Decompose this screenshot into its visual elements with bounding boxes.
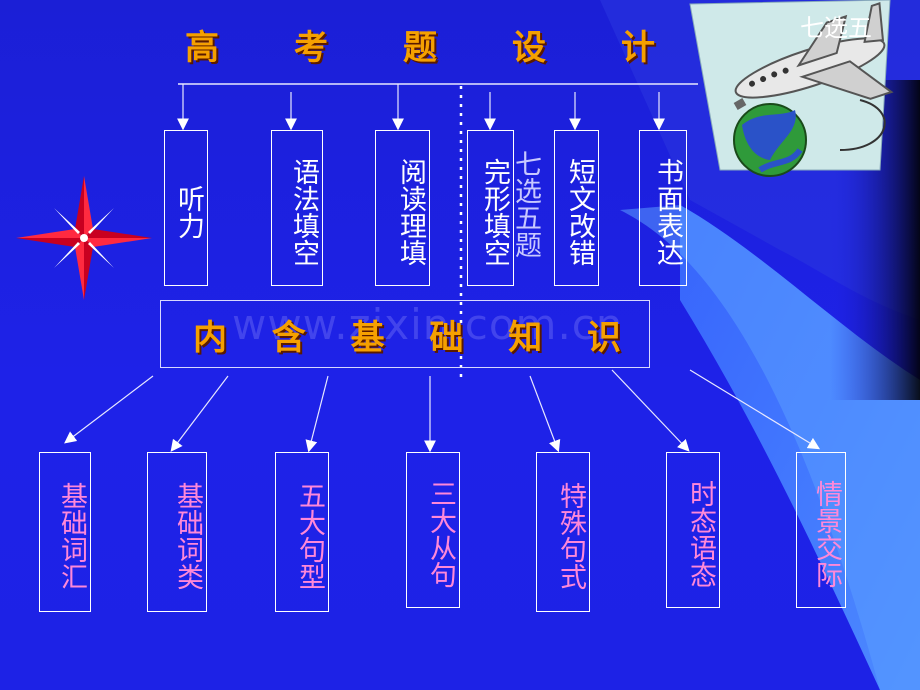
top-box-label: 完形填空 — [479, 158, 510, 266]
corner-note: 七选五 — [800, 14, 872, 42]
bottom-box-label: 五大句型 — [294, 482, 325, 590]
title-char: 计 — [621, 27, 655, 68]
watermark: www.zixin.com.cn — [232, 300, 624, 349]
bottom-box-label: 时态语态 — [685, 480, 716, 588]
top-box-cloze: 完形填空 — [467, 130, 514, 286]
bottom-box-label: 情景交际 — [811, 480, 842, 588]
subtitle-char: 内 — [193, 317, 227, 358]
top-box-error-correction: 短文改错 — [554, 130, 599, 286]
top-box-label: 书面表达 — [652, 158, 683, 266]
title-char: 高 — [185, 27, 219, 68]
title-char: 设 — [512, 27, 546, 68]
top-box-reading: 阅读理填 — [375, 130, 430, 286]
top-box-label: 语法填空 — [288, 158, 319, 266]
title-char: 考 — [294, 27, 328, 68]
subtitle-char: 识 — [586, 317, 621, 358]
top-box-label: 听力 — [173, 185, 204, 239]
side-note: 七选五题 — [510, 150, 541, 258]
bottom-box-special-sentences: 特殊句式 — [536, 452, 590, 612]
bottom-box-situational: 情景交际 — [796, 452, 846, 608]
bottom-box-label: 基础词汇 — [56, 482, 87, 590]
top-box-label: 短文改错 — [564, 158, 595, 266]
bottom-box-label: 特殊句式 — [555, 482, 586, 590]
diagram-title: 高 考 题 设 计 — [185, 22, 655, 68]
subtitle-char: 础 — [429, 317, 464, 358]
top-box-grammar: 语法填空 — [271, 130, 323, 286]
top-box-label: 阅读理填 — [395, 158, 426, 266]
bottom-box-sentence-patterns: 五大句型 — [275, 452, 329, 612]
subtitle-bar: 内 含 基 础 知 识 — [160, 300, 650, 368]
subtitle-char: 基 — [350, 317, 385, 358]
top-box-listening: 听力 — [164, 130, 208, 286]
bottom-box-tense-voice: 时态语态 — [666, 452, 720, 608]
bottom-box-label: 基础词类 — [172, 482, 203, 590]
bottom-box-clauses: 三大从句 — [406, 452, 460, 608]
title-char: 题 — [403, 27, 437, 68]
bottom-box-parts-of-speech: 基础词类 — [147, 452, 207, 612]
bottom-box-label: 三大从句 — [425, 480, 456, 588]
bottom-box-vocabulary: 基础词汇 — [39, 452, 91, 612]
subtitle-char: 含 — [271, 317, 306, 358]
subtitle-char: 知 — [508, 317, 543, 358]
top-box-writing: 书面表达 — [639, 130, 687, 286]
